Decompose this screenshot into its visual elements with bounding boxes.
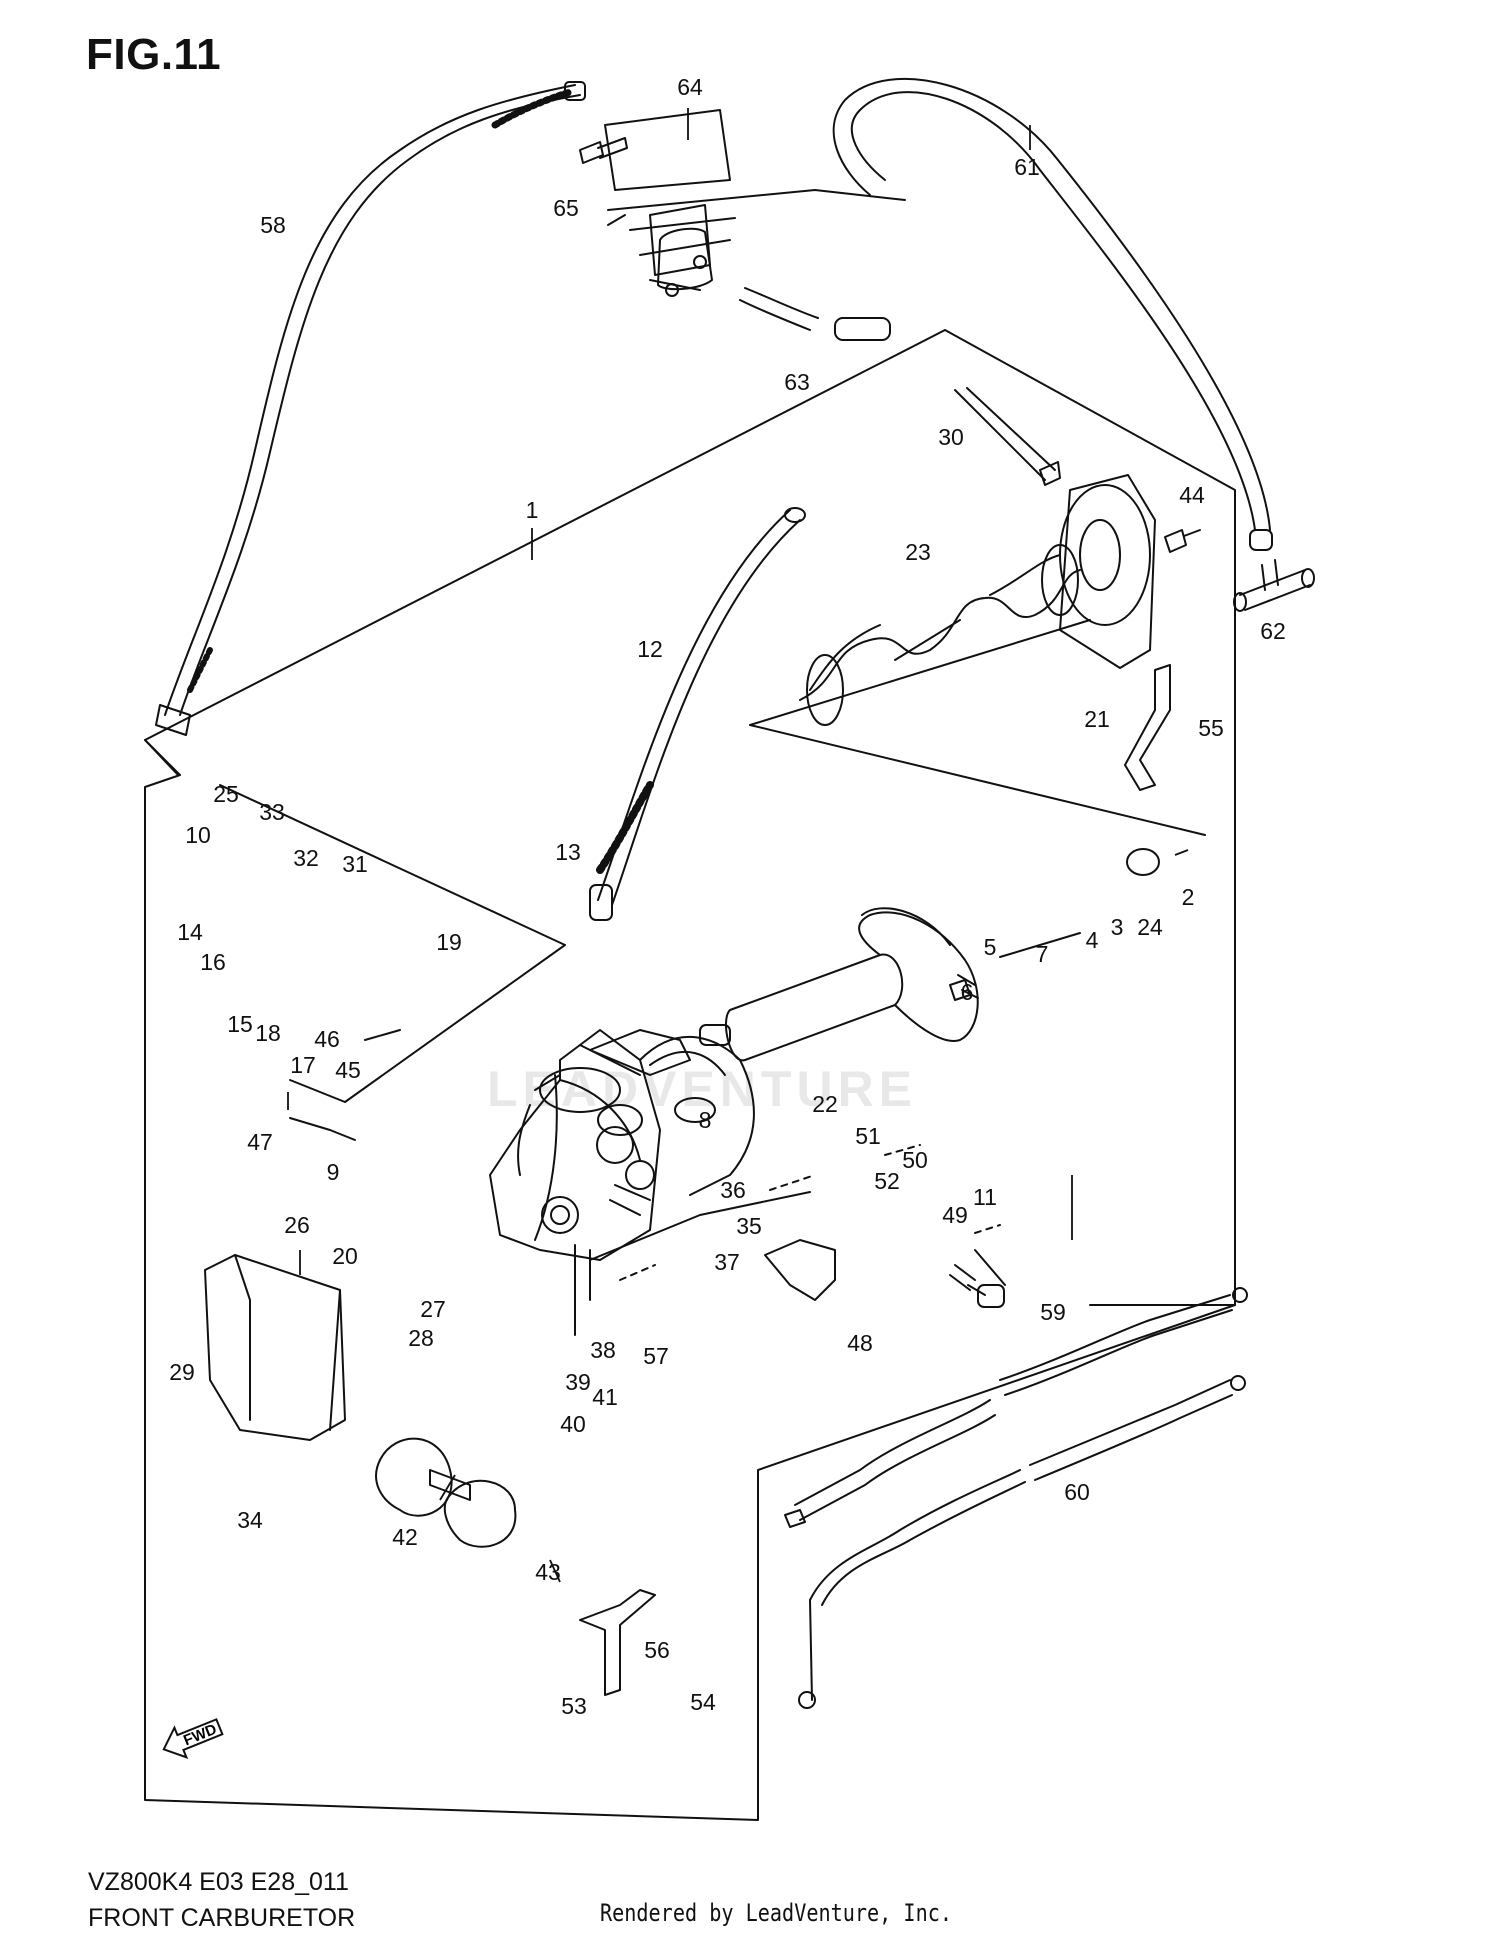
callout-30: 30 xyxy=(938,424,964,450)
callout-35: 35 xyxy=(736,1213,762,1239)
callout-10: 10 xyxy=(185,822,211,848)
part-55-bracket xyxy=(1124,664,1171,791)
callout-60: 60 xyxy=(1064,1479,1090,1505)
callout-50: 50 xyxy=(902,1147,928,1173)
callout-57: 57 xyxy=(643,1343,669,1369)
diagram-code: VZ800K4 E03 E28_011 xyxy=(88,1868,349,1896)
part-56-bracket xyxy=(579,1589,656,1696)
callout-layer: 1234567891011121314151617181920212223242… xyxy=(169,74,1286,1719)
callout-19: 19 xyxy=(436,929,462,955)
callout-2: 2 xyxy=(1182,884,1195,910)
figure-title: FIG.11 xyxy=(86,30,222,79)
part-12-tube xyxy=(597,509,801,906)
callout-63: 63 xyxy=(784,369,810,395)
callout-32: 32 xyxy=(293,845,319,871)
callout-23: 23 xyxy=(905,539,931,565)
part-60-cable xyxy=(809,1469,1026,1606)
callout-18: 18 xyxy=(255,1020,281,1046)
rendered-by-credit: Rendered by LeadVenture, Inc. xyxy=(600,1899,952,1927)
callout-16: 16 xyxy=(200,949,226,975)
part-37-bracket xyxy=(764,1239,836,1301)
part-49-screw xyxy=(949,1264,986,1296)
callout-52: 52 xyxy=(874,1168,900,1194)
callout-6: 6 xyxy=(961,979,974,1005)
callout-48: 48 xyxy=(847,1330,873,1356)
callout-14: 14 xyxy=(177,919,203,945)
callout-51: 51 xyxy=(855,1123,881,1149)
callout-65: 65 xyxy=(553,195,579,221)
callout-46: 46 xyxy=(314,1026,340,1052)
part-61-hose xyxy=(850,91,1256,531)
part-24-cap xyxy=(1126,848,1160,876)
callout-11: 11 xyxy=(973,1184,997,1210)
callout-42: 42 xyxy=(392,1524,418,1550)
callout-40: 40 xyxy=(560,1411,586,1437)
callout-36: 36 xyxy=(720,1177,746,1203)
callout-1: 1 xyxy=(526,497,539,523)
part-23-spring xyxy=(799,569,1081,701)
fwd-label: FWD xyxy=(181,1721,219,1750)
callout-3: 3 xyxy=(1111,914,1124,940)
callout-20: 20 xyxy=(332,1243,358,1269)
callout-31: 31 xyxy=(342,851,368,877)
callout-28: 28 xyxy=(408,1325,434,1351)
callout-15: 15 xyxy=(227,1011,253,1037)
callout-9: 9 xyxy=(327,1159,340,1185)
callout-47: 47 xyxy=(247,1129,273,1155)
callout-17: 17 xyxy=(290,1052,316,1078)
callout-37: 37 xyxy=(714,1249,740,1275)
fwd-arrow-icon: FWD xyxy=(162,1718,224,1760)
callout-41: 41 xyxy=(592,1384,618,1410)
callout-39: 39 xyxy=(565,1369,591,1395)
callout-25: 25 xyxy=(213,781,239,807)
callout-21: 21 xyxy=(1084,706,1110,732)
part-62-t-fitting xyxy=(1239,559,1311,611)
callout-43: 43 xyxy=(535,1559,561,1585)
callout-62: 62 xyxy=(1260,618,1286,644)
callout-29: 29 xyxy=(169,1359,195,1385)
callout-53: 53 xyxy=(561,1693,587,1719)
frame-divider xyxy=(219,784,566,946)
callout-58: 58 xyxy=(260,212,286,238)
leader-lines xyxy=(287,108,1189,1583)
part-63-hose xyxy=(739,287,819,331)
part-26-float-bowl xyxy=(204,1254,346,1441)
callout-49: 49 xyxy=(942,1202,968,1228)
callout-24: 24 xyxy=(1137,914,1163,940)
part-42-float xyxy=(375,1437,453,1517)
callout-56: 56 xyxy=(644,1637,670,1663)
part-59-cable xyxy=(794,1399,996,1521)
part-21-cover xyxy=(1059,474,1156,669)
callout-54: 54 xyxy=(690,1689,716,1715)
callout-26: 26 xyxy=(284,1212,310,1238)
callout-44: 44 xyxy=(1179,482,1205,508)
callout-27: 27 xyxy=(420,1296,446,1322)
callout-33: 33 xyxy=(259,799,285,825)
callout-45: 45 xyxy=(335,1057,361,1083)
carburetor-body xyxy=(489,1029,755,1261)
part-44-screw xyxy=(1164,529,1201,553)
part-58-cable xyxy=(164,84,576,716)
part-6-spring xyxy=(949,974,979,1001)
part-22-piston xyxy=(725,953,904,1062)
callout-12: 12 xyxy=(637,636,663,662)
callout-4: 4 xyxy=(1086,927,1099,953)
callout-59: 59 xyxy=(1040,1299,1066,1325)
callout-5: 5 xyxy=(984,934,997,960)
callout-8: 8 xyxy=(699,1107,712,1133)
callout-64: 64 xyxy=(677,74,703,100)
part-7-needle xyxy=(999,932,1081,958)
callout-55: 55 xyxy=(1198,715,1224,741)
callout-61: 61 xyxy=(1014,154,1040,180)
part-65-bolt xyxy=(579,137,628,164)
callout-38: 38 xyxy=(590,1337,616,1363)
callout-13: 13 xyxy=(555,839,581,865)
diagram-name: FRONT CARBURETOR xyxy=(88,1904,356,1932)
part-30-lever xyxy=(954,387,1061,486)
callout-34: 34 xyxy=(237,1507,263,1533)
callout-22: 22 xyxy=(812,1091,838,1117)
callout-7: 7 xyxy=(1036,941,1049,967)
